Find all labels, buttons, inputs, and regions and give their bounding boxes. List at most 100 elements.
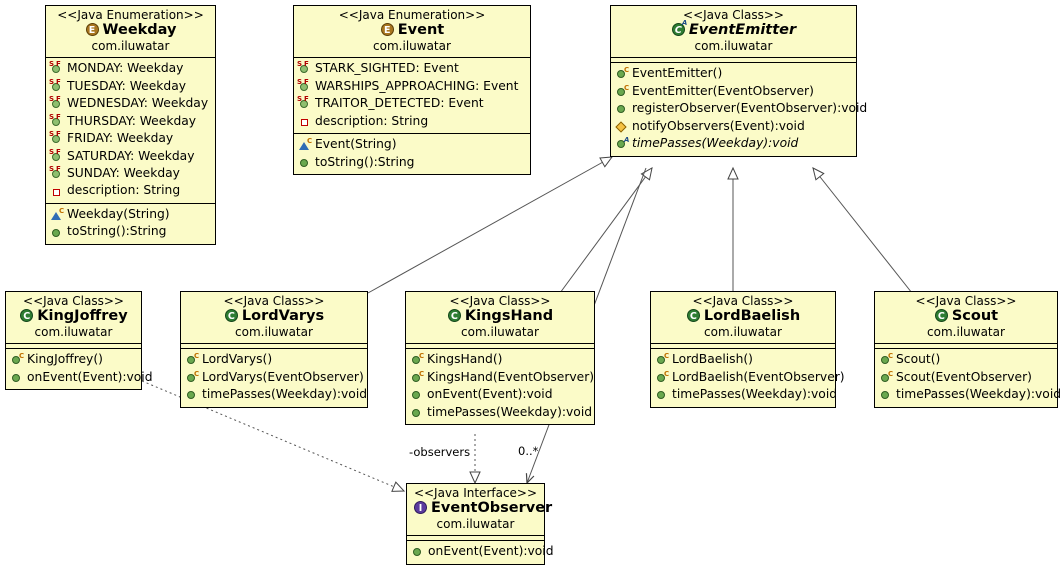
public-constructor-icon: C — [410, 370, 425, 384]
method-label: EventEmitter(EventObserver) — [632, 83, 814, 98]
field-label: THURSDAY: Weekday — [67, 113, 197, 128]
divider — [875, 348, 1057, 350]
method-label: registerObserver(EventObserver):void — [632, 101, 868, 116]
method-label: toString():String — [315, 154, 415, 169]
public-constructor-icon: C — [615, 84, 630, 98]
divider — [611, 62, 856, 64]
eventobserver-stereotype: <<Java Interface>> — [413, 486, 538, 500]
divider — [181, 343, 367, 345]
divider — [651, 348, 835, 350]
public-method-icon — [185, 388, 200, 401]
method-row: toString():String — [297, 154, 528, 171]
field-label: STARK_SIGHTED: Event — [315, 61, 459, 76]
scout-class-name: Scout — [951, 308, 999, 325]
enum-icon: E — [380, 22, 397, 37]
method-row: timePasses(Weekday):void — [654, 386, 837, 403]
class-icon: C — [447, 308, 464, 323]
method-label: toString():String — [67, 224, 167, 239]
public-constructor-icon: C — [185, 353, 200, 366]
weekday-class-name: Weekday — [102, 22, 177, 39]
method-label: KingJoffrey() — [27, 352, 103, 367]
method-label: Weekday(String) — [67, 206, 170, 221]
field-label: TRAITOR_DETECTED: Event — [315, 96, 484, 111]
enum-icon: E — [85, 22, 102, 37]
method-row: onEvent(Event):void — [9, 369, 153, 386]
public-constructor-icon: C — [655, 353, 670, 366]
method-label: timePasses(Weekday):void — [672, 387, 838, 402]
method-row: timePasses(Weekday):void — [409, 404, 592, 421]
eventemitter-package: com.iluwatar — [694, 38, 773, 53]
method-row: onEvent(Event):void — [410, 543, 554, 560]
public-constructor-icon: C — [655, 370, 670, 384]
field-label: MONDAY: Weekday — [67, 61, 184, 76]
divider — [875, 343, 1057, 345]
weekday-package: com.iluwatar — [91, 38, 170, 53]
public-constructor-icon: C — [10, 353, 25, 366]
public-method-icon — [298, 156, 313, 169]
method-row: timePasses(Weekday):void — [184, 386, 367, 403]
field-row: description: String — [49, 182, 213, 199]
lordbaelish-class-name: LordBaelish — [703, 308, 801, 325]
field-label: WARSHIPS_APPROACHING: Event — [315, 78, 519, 93]
field-label: FRIDAY: Weekday — [67, 131, 174, 146]
divider — [46, 57, 215, 59]
abstract-method-icon: A — [615, 137, 630, 150]
lordbaelish-stereotype: <<Java Class>> — [692, 294, 794, 308]
method-label: KingsHand(EventObserver) — [427, 369, 595, 384]
divider — [181, 348, 367, 350]
method-label: Event(String) — [315, 137, 397, 152]
public-constructor-icon: C — [879, 353, 894, 366]
method-label: onEvent(Event):void — [427, 387, 553, 402]
method-label: notifyObservers(Event):void — [632, 118, 805, 133]
lordbaelish-package: com.iluwatar — [704, 324, 782, 339]
field-label: description: String — [67, 183, 181, 198]
field-label: description: String — [315, 113, 429, 128]
public-constructor-icon: C — [410, 353, 425, 366]
class-icon: C — [934, 308, 951, 323]
generalization-lordvarys-eventemitter — [367, 156, 614, 294]
divider — [651, 343, 835, 345]
public-constructor-icon: C — [615, 67, 630, 80]
weekday-stereotype: <<Java Enumeration>> — [57, 8, 204, 22]
association-role-label: -observers — [409, 445, 471, 459]
kingjoffrey-package: com.iluwatar — [34, 324, 113, 339]
